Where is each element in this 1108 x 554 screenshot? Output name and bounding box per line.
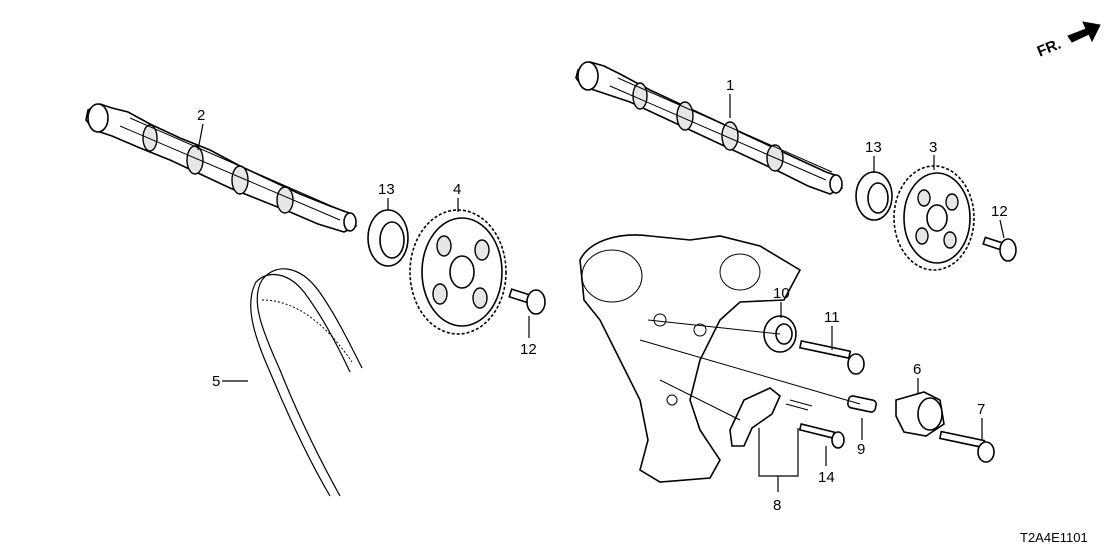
direction-label: FR.: [1035, 36, 1064, 61]
idler-bolt: [798, 339, 865, 375]
collar: [847, 395, 877, 413]
callout-4: 4: [453, 181, 461, 198]
auto-tensioner: [729, 387, 813, 447]
callout-7: 7: [977, 401, 985, 418]
leader-lines: [197, 94, 1005, 492]
tensioner-pulley: [895, 391, 945, 437]
camshaft-right: [575, 61, 843, 195]
callout-1: 1: [726, 77, 734, 94]
callout-numbers: 1 2 3 4 5 6 7 8 9 10 11 12 12 13 13 14: [197, 77, 1008, 514]
timing-belt: [250, 268, 363, 497]
engine-block: [579, 234, 802, 483]
pulley-bolt-right: [982, 236, 1017, 262]
callout-9: 9: [857, 441, 865, 458]
pulley-bolt-left: [508, 288, 546, 315]
callout-10: 10: [773, 285, 790, 302]
oil-seal-left: [367, 209, 409, 267]
tensioner-bolt: [938, 430, 995, 463]
camshaft-left: [85, 103, 357, 233]
arrow-right-icon: [1067, 21, 1101, 43]
callout-12-left: 12: [520, 341, 537, 358]
callout-8: 8: [773, 497, 781, 514]
front-direction-indicator: FR.: [1035, 21, 1101, 61]
callout-12-right: 12: [991, 203, 1008, 220]
oil-seal-right: [855, 171, 893, 221]
diagram-code: T2A4E1101: [1020, 530, 1088, 545]
tensioner-mount-bolt: [798, 423, 845, 449]
callout-13-left: 13: [378, 181, 395, 198]
callout-14: 14: [818, 469, 835, 486]
camshaft-pulley-right: [893, 165, 975, 271]
callout-11: 11: [824, 309, 840, 326]
callout-6: 6: [913, 361, 921, 378]
callout-13-right: 13: [865, 139, 882, 156]
callout-3: 3: [929, 139, 937, 156]
camshaft-pulley-left: [409, 209, 507, 335]
callout-2: 2: [197, 107, 205, 124]
callout-5: 5: [212, 373, 220, 390]
